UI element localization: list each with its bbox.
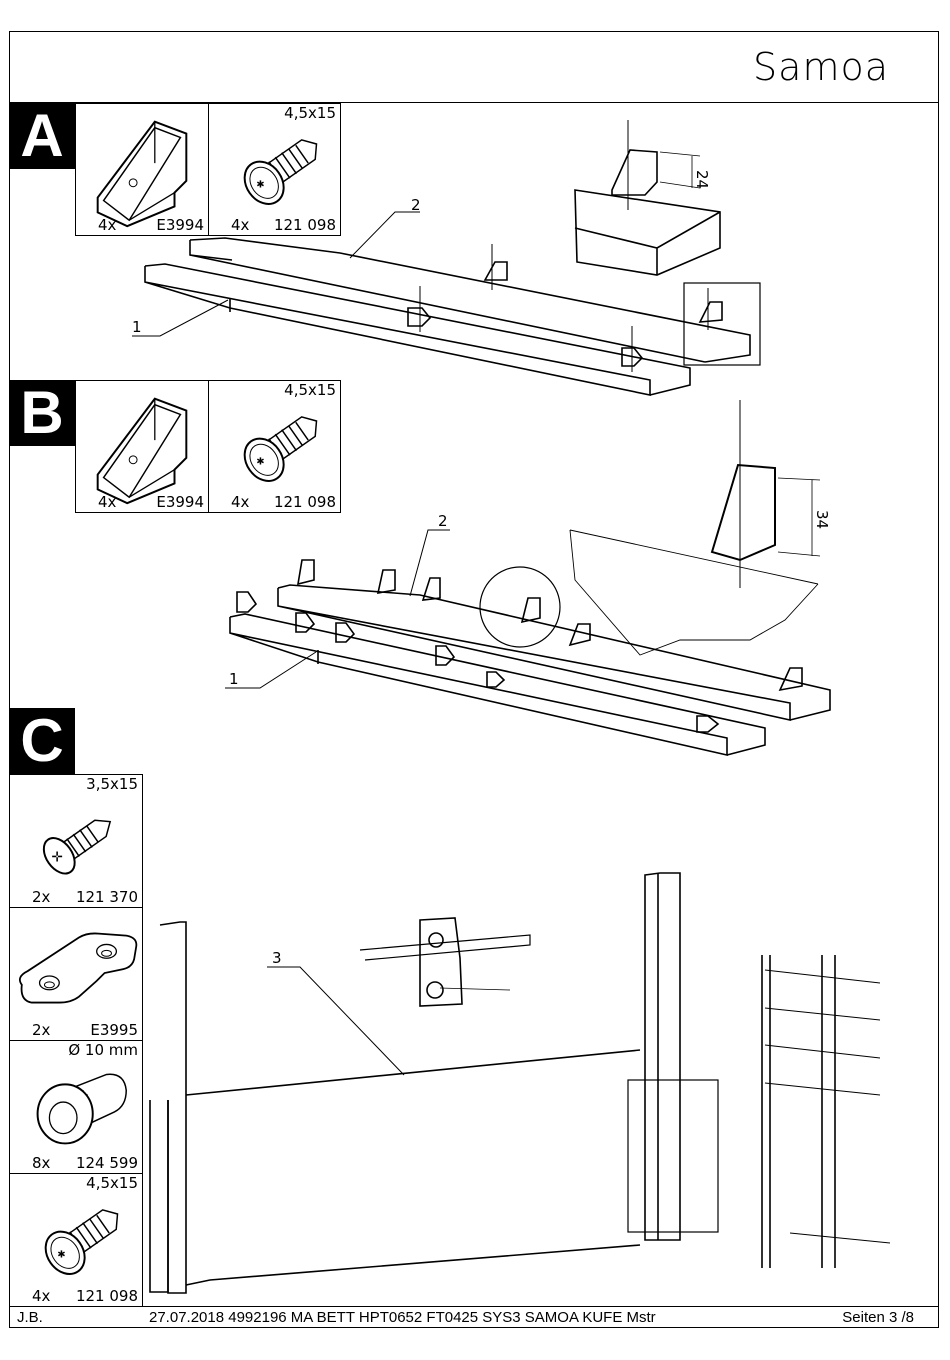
step-c-detail-plate <box>359 917 531 1007</box>
part-b-bracket: 4x E3994 <box>75 380 209 513</box>
part-code: 121 098 <box>75 1287 138 1305</box>
callout-b-2: 2 <box>438 512 448 530</box>
wafer-head-screw-icon: ✱ <box>243 416 318 482</box>
part-qty: 4x <box>231 493 250 511</box>
part-c-countersunk-screw: ✛ 3,5x15 2x 121 370 <box>9 774 143 908</box>
step-c-detail-rail <box>761 955 891 1268</box>
countersunk-screw-icon: ✛ <box>42 819 112 875</box>
wafer-head-screw-icon: ✱ <box>243 139 318 205</box>
part-code: 121 098 <box>273 493 336 511</box>
part-qty: 4x <box>32 1287 51 1305</box>
page-frame <box>9 31 939 1328</box>
part-qty: 4x <box>98 216 117 234</box>
step-c-headboard <box>149 921 641 1294</box>
footer-author: J.B. <box>17 1309 43 1326</box>
step-c-footboard <box>627 872 719 1241</box>
svg-text:✱: ✱ <box>256 180 264 191</box>
part-a-bracket: 4x E3994 <box>75 103 209 236</box>
part-size: 4,5x15 <box>284 381 336 399</box>
bolt-cover-icon <box>36 1073 127 1145</box>
part-a-screw: ✱ 4,5x15 4x 121 098 <box>208 103 341 236</box>
part-c-connector-plate: 2x E3995 <box>9 907 143 1041</box>
part-size: Ø 10 mm <box>68 1041 138 1059</box>
part-code: E3994 <box>156 216 204 234</box>
footer-info: 27.07.2018 4992196 MA BETT HPT0652 FT042… <box>149 1309 656 1326</box>
step-b-brackets <box>236 559 803 733</box>
step-c-badge: C <box>9 708 75 774</box>
callout-c-3: 3 <box>272 949 282 967</box>
dimension-a: 24 <box>693 170 711 189</box>
step-a-badge: A <box>9 103 75 169</box>
part-code: 124 599 <box>75 1154 138 1172</box>
part-size: 3,5x15 <box>86 775 138 793</box>
page-title: Samoa <box>753 45 889 89</box>
corner-bracket-icon <box>96 397 188 505</box>
step-a-brackets <box>407 261 723 367</box>
corner-bracket-icon <box>96 120 188 228</box>
wafer-head-screw-icon: ✱ <box>44 1209 119 1275</box>
svg-text:✱: ✱ <box>256 457 264 468</box>
callout-a-1: 1 <box>132 318 142 336</box>
part-c-wafer-screw: ✱ 4,5x15 4x 121 098 <box>9 1173 143 1307</box>
step-b-detail <box>569 400 821 656</box>
page-footer: J.B. 27.07.2018 4992196 MA BETT HPT0652 … <box>9 1306 939 1328</box>
part-code: E3995 <box>90 1021 138 1039</box>
dimension-b: 34 <box>813 510 831 529</box>
step-a-rail-1 <box>144 263 691 396</box>
detail-circle <box>479 566 561 648</box>
step-b-rail-1 <box>229 613 766 757</box>
detail-frame <box>683 282 761 366</box>
step-a-screws <box>419 244 709 372</box>
part-qty: 4x <box>231 216 250 234</box>
callout-b-1: 1 <box>229 670 239 688</box>
part-code: E3994 <box>156 493 204 511</box>
part-size: 4,5x15 <box>284 104 336 122</box>
connector-plate-icon <box>18 932 138 1004</box>
step-b-rail-2 <box>277 584 831 721</box>
part-c-bolt-cover: Ø 10 mm 8x 124 599 <box>9 1040 143 1174</box>
step-a-detail <box>574 120 721 276</box>
part-qty: 8x <box>32 1154 51 1172</box>
part-code: 121 370 <box>75 888 138 906</box>
footer-page: Seiten 3 /8 <box>842 1309 914 1326</box>
step-b-badge: B <box>9 380 75 446</box>
step-a-rail-2 <box>189 237 751 363</box>
svg-text:✛: ✛ <box>51 850 63 866</box>
part-code: 121 098 <box>273 216 336 234</box>
part-b-screw: ✱ 4,5x15 4x 121 098 <box>208 380 341 513</box>
part-qty: 2x <box>32 888 51 906</box>
callout-a-2: 2 <box>411 196 421 214</box>
part-qty: 2x <box>32 1021 51 1039</box>
part-size: 4,5x15 <box>86 1174 138 1192</box>
svg-text:✱: ✱ <box>57 1250 65 1261</box>
part-qty: 4x <box>98 493 117 511</box>
page-header: Samoa <box>9 31 939 103</box>
